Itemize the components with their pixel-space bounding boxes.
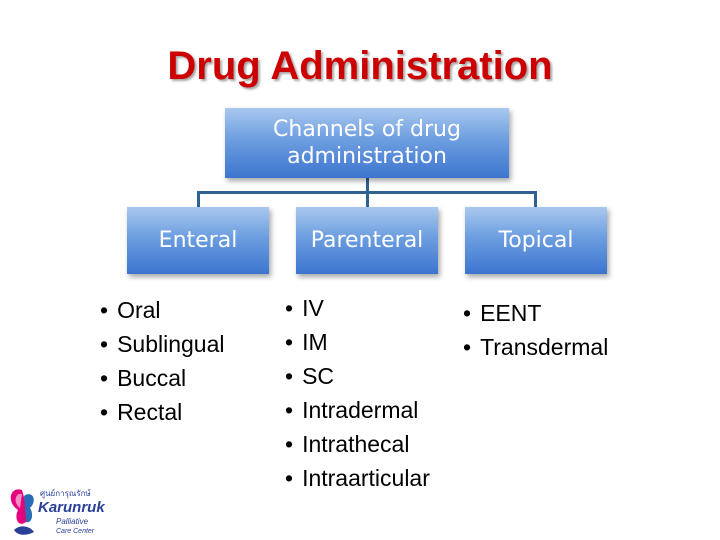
connector-root-stem xyxy=(366,178,369,193)
karunruk-logo: ศูนย์การุณรักษ์ Karunruk Palliative Care… xyxy=(10,488,105,535)
branch-box-parenteral: Parenteral xyxy=(296,207,438,274)
slide-title: Drug Administration xyxy=(167,44,553,88)
enteral-list: Oral Sublingual Buccal Rectal xyxy=(100,293,224,429)
list-item: EENT xyxy=(463,296,608,330)
root-label-line1: Channels of drug xyxy=(273,117,461,142)
logo-thai-text: ศูนย์การุณรักษ์ xyxy=(40,488,91,499)
branch-box-enteral: Enteral xyxy=(127,207,269,274)
list-item: Intradermal xyxy=(285,393,430,427)
parenteral-list: IV IM SC Intradermal Intrathecal Intraar… xyxy=(285,291,430,495)
logo-line3: Care Center xyxy=(56,528,95,535)
logo-name: Karunruk xyxy=(38,499,105,516)
list-item: Sublingual xyxy=(100,327,224,361)
root-box-channels: Channels of drug administration xyxy=(225,108,509,178)
butterfly-icon xyxy=(10,489,34,535)
list-item: Rectal xyxy=(100,395,224,429)
connector-enteral xyxy=(197,191,200,207)
list-item: Intraarticular xyxy=(285,461,430,495)
list-item: Oral xyxy=(100,293,224,327)
root-label-line2: administration xyxy=(287,144,447,169)
branch-label-parenteral: Parenteral xyxy=(310,228,424,253)
list-item: Transdermal xyxy=(463,330,608,364)
branch-box-topical: Topical xyxy=(465,207,607,274)
branch-label-topical: Topical xyxy=(498,228,574,253)
connector-parenteral xyxy=(366,191,369,207)
topical-list: EENT Transdermal xyxy=(463,296,608,364)
list-item: Buccal xyxy=(100,361,224,395)
logo-line2: Palliative xyxy=(56,517,89,526)
list-item: IV xyxy=(285,291,430,325)
connector-topical xyxy=(534,191,537,207)
list-item: Intrathecal xyxy=(285,427,430,461)
list-item: IM xyxy=(285,325,430,359)
branch-label-enteral: Enteral xyxy=(158,228,238,253)
list-item: SC xyxy=(285,359,430,393)
